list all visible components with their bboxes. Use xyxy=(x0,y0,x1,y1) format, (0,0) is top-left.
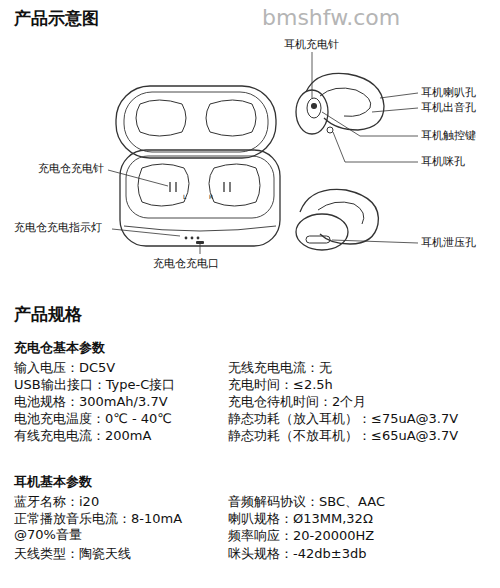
leader-line xyxy=(108,170,168,186)
case-lid xyxy=(116,86,276,158)
spec-item: 频率响应：20-20000HZ xyxy=(228,528,374,544)
case-pin xyxy=(229,182,230,192)
earbud-ring xyxy=(300,189,378,244)
leader-line xyxy=(380,93,418,98)
spec-item: 电池充电温度：0℃ - 40℃ xyxy=(14,411,172,427)
case-lid-inner xyxy=(124,92,268,152)
usb-port xyxy=(196,241,204,244)
leader-line xyxy=(372,108,418,112)
spec-item: 音频解码协议：SBC、AAC xyxy=(228,494,385,510)
part-label: 充电仓充电口 xyxy=(153,257,219,271)
page-title: 产品示意图 xyxy=(14,8,99,29)
leader-line xyxy=(322,112,418,136)
vent-hole xyxy=(306,236,330,243)
indicator-lights xyxy=(185,237,204,244)
leader-line xyxy=(312,52,313,98)
spec-item: USB输出接口：Type-C接口 xyxy=(14,377,175,393)
spec-item: 充电时间：≤2.5h xyxy=(228,377,333,393)
spec-item: 喇叭规格：Ø13MM,32Ω xyxy=(228,511,373,527)
side-mark: L xyxy=(183,193,186,201)
case-pin xyxy=(175,182,176,192)
part-label: 充电仓充电针 xyxy=(38,162,104,176)
touch-key xyxy=(307,98,321,118)
leader-line xyxy=(200,244,201,254)
part-label: 耳机咪孔 xyxy=(421,155,465,169)
part-label: 充电仓充电指示灯 xyxy=(14,221,102,235)
spec-item: 蓝牙名称：i20 xyxy=(14,494,99,510)
spec-item: 咪头规格：-42db±3db xyxy=(228,546,366,562)
earbud-ring-inner xyxy=(318,202,364,224)
spec-item: 无线充电电流：无 xyxy=(228,360,332,376)
side-mark: R xyxy=(209,193,213,201)
sub-heading: 耳机基本参数 xyxy=(14,474,92,490)
part-label: 耳机泄压孔 xyxy=(421,236,476,250)
spec-item: 天线类型：陶瓷天线 xyxy=(14,546,131,562)
spec-item: 充电仓待机时间：2个月 xyxy=(228,394,366,410)
charge-pin xyxy=(312,104,317,109)
leader-line xyxy=(332,240,418,243)
spec-item: 正常播放音乐电流：8-10mA @70%音量 xyxy=(14,511,204,544)
earbud-body xyxy=(296,214,348,250)
part-label: 耳机触控键 xyxy=(421,129,476,143)
lid-recess xyxy=(206,100,256,136)
spec-item: 有线充电电流：200mA xyxy=(14,428,151,444)
case-pin xyxy=(169,182,170,192)
case-base xyxy=(120,150,280,246)
watermark: bmshfw.com xyxy=(262,4,400,32)
case-base-rim xyxy=(126,156,274,218)
leader-line xyxy=(112,229,180,236)
earbud-ring xyxy=(306,73,384,130)
leader-line xyxy=(333,132,418,162)
part-label: 耳机喇叭孔 xyxy=(421,86,476,100)
spec-item: 输入电压：DC5V xyxy=(14,360,115,376)
earbud-cavity xyxy=(209,164,260,206)
case-pin xyxy=(223,182,224,192)
spec-item: 电池规格：300mAh/3.7V xyxy=(14,394,168,410)
sub-heading: 充电仓基本参数 xyxy=(14,340,105,356)
spec-item: 静态功耗（不放耳机）：≤65uA@3.7V xyxy=(228,428,458,444)
lid-recess xyxy=(136,100,186,136)
section-heading: 产品规格 xyxy=(14,304,82,325)
spec-item: 静态功耗（放入耳机）：≤75uA@3.7V xyxy=(228,411,458,427)
part-label: 耳机出音孔 xyxy=(421,101,476,115)
mic-hole xyxy=(327,127,333,133)
part-label: 耳机充电针 xyxy=(284,38,339,52)
case-seam xyxy=(124,226,276,231)
